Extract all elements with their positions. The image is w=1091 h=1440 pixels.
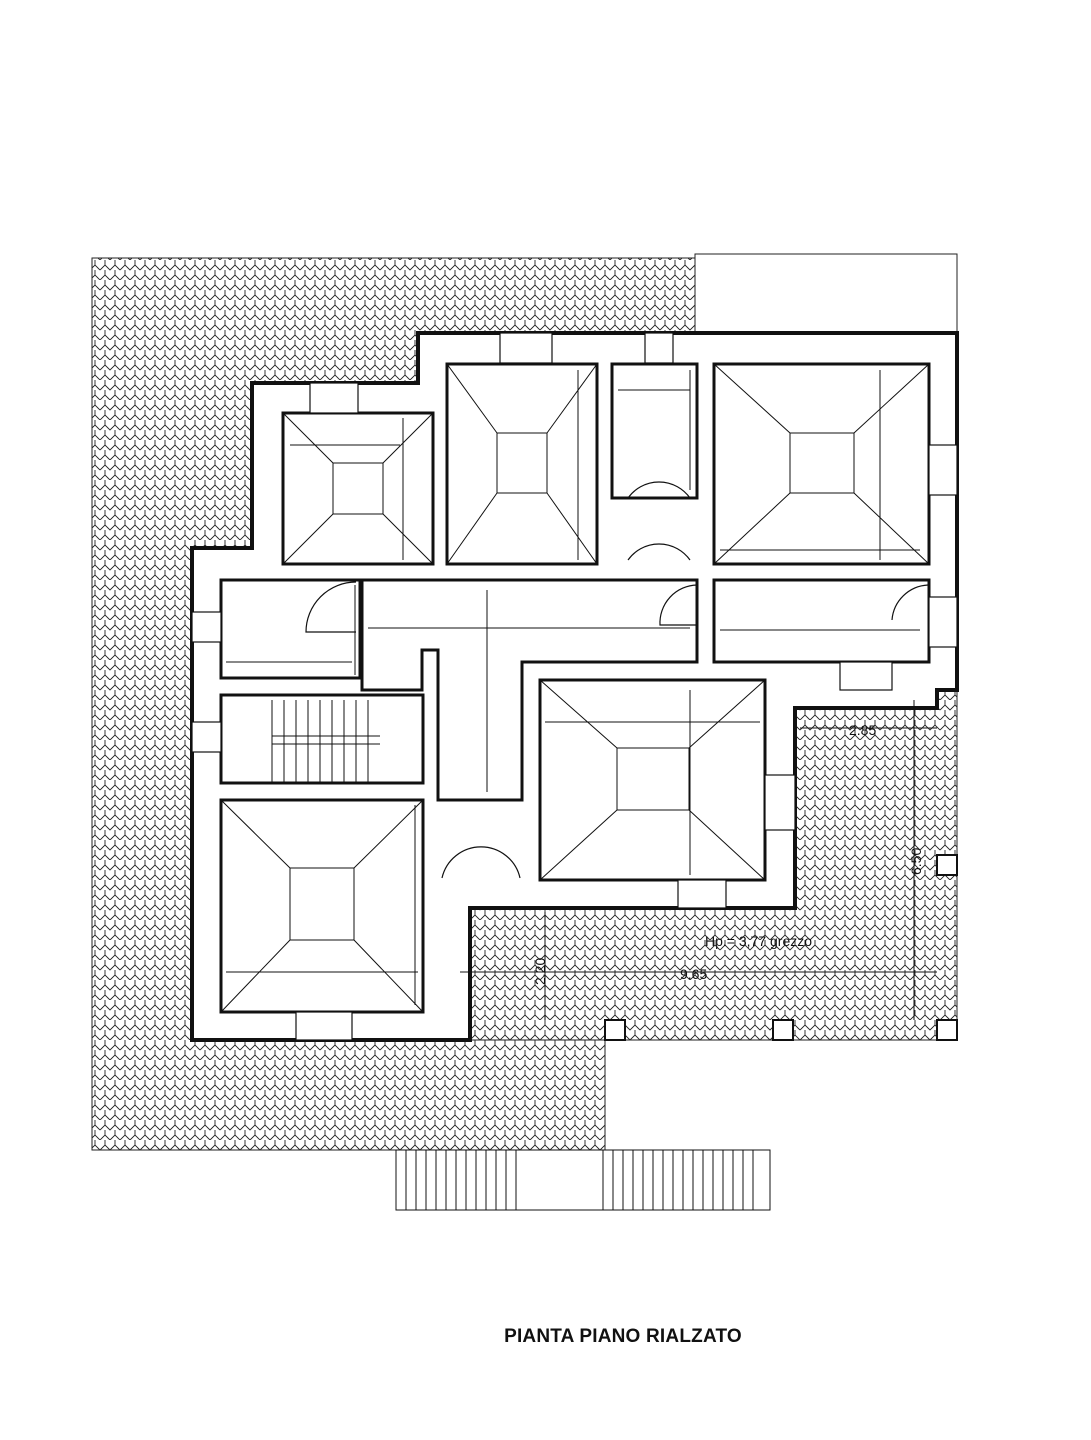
room-f: [712, 578, 931, 664]
stair-treads: [271, 700, 380, 783]
room-e: [219, 578, 362, 680]
dim-porch-width: 2.85: [849, 722, 876, 738]
dim-terrace-width: 9.65: [680, 966, 707, 982]
dim-terrace-depth: 2.20: [532, 958, 548, 985]
columns: [604, 854, 958, 1041]
room-c: [610, 362, 699, 500]
door-swings: [305, 481, 929, 879]
room-dims: [226, 370, 920, 1005]
room-b: [445, 362, 599, 566]
stair-room: [219, 693, 425, 785]
corridor: [360, 578, 699, 802]
entry-stairs: [395, 1149, 771, 1211]
dim-porch-depth: 6.50: [908, 848, 924, 875]
windows: [191, 332, 958, 1041]
terrace-dims: [460, 700, 937, 1020]
neighbor-outline: [694, 253, 958, 334]
drawing-title: PIANTA PIANO RIALZATO: [504, 1326, 742, 1347]
hip-lines: [220, 363, 930, 1013]
height-note: Hp.= 3,77 grezzo: [705, 933, 812, 949]
